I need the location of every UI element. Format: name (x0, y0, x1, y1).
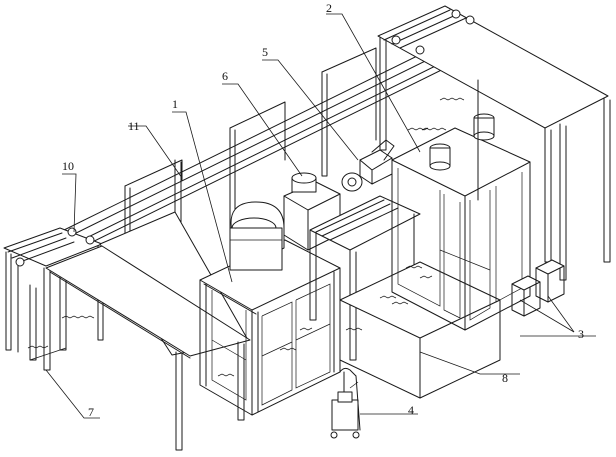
label-6: 6 (222, 69, 228, 83)
label-4: 4 (408, 403, 414, 417)
label-8: 8 (502, 371, 508, 385)
control-cabinets (511, 259, 565, 317)
curing-room (309, 195, 501, 399)
oven (391, 113, 531, 331)
part-labels: 1 2 3 4 5 6 7 8 10 11 (62, 1, 584, 419)
label-7: 7 (88, 405, 94, 419)
label-10: 10 (62, 159, 74, 173)
label-1: 1 (172, 97, 178, 111)
spray-gun-cart (330, 367, 361, 439)
label-3: 3 (578, 327, 584, 341)
right-unloading-frame (377, 5, 611, 281)
recovery-duct (229, 172, 341, 271)
label-11: 11 (128, 119, 140, 133)
left-platform (45, 245, 251, 451)
label-5: 5 (262, 45, 268, 59)
label-2: 2 (326, 1, 332, 15)
leader-lines (45, 13, 596, 419)
